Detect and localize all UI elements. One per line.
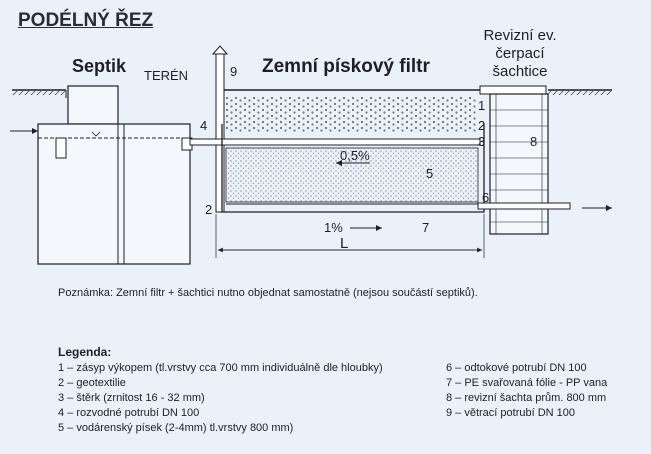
inspection-shaft bbox=[479, 85, 549, 235]
legend-item-6: 6 – odtokové potrubí DN 100 bbox=[446, 362, 587, 374]
septic-label: Septik bbox=[72, 56, 127, 76]
legend-item-4: 4 – rozvodné potrubí DN 100 bbox=[58, 407, 200, 419]
callout-2: 2 bbox=[478, 118, 486, 133]
legend-item-2: 2 – geotextilie bbox=[58, 377, 126, 389]
length-label: L bbox=[340, 235, 349, 252]
callout-2b: 2 bbox=[205, 202, 213, 217]
septic-tank bbox=[10, 85, 193, 265]
callout-7: 7 bbox=[422, 220, 430, 235]
callout-3: 3 bbox=[478, 134, 486, 149]
legend-item-5: 5 – vodárenský písek (2-4mm) tl.vrstvy 8… bbox=[58, 422, 294, 434]
legend-item-3: 3 – štěrk (zrnitost 16 - 32 mm) bbox=[58, 392, 205, 404]
legend-item-1: 1 – zásyp výkopem (tl.vrstvy cca 700 mm … bbox=[58, 362, 383, 374]
callout-5: 5 bbox=[426, 166, 434, 181]
legend-item-7: 7 – PE svařovaná fólie - PP vana bbox=[446, 377, 608, 389]
backfill-layer bbox=[226, 96, 478, 132]
callout-1: 1 bbox=[478, 98, 486, 113]
legend-item-9: 9 – větrací potrubí DN 100 bbox=[446, 407, 576, 419]
callout-8: 8 bbox=[530, 134, 538, 149]
legend-title: Legenda: bbox=[58, 345, 112, 359]
ventilation-pipe bbox=[211, 45, 229, 213]
callout-4: 4 bbox=[200, 118, 208, 133]
dimension-line bbox=[215, 214, 485, 258]
sand-filter-bed bbox=[225, 147, 479, 205]
slope-bottom-label: 1% bbox=[324, 220, 343, 235]
slope-pipe-label: 0,5% bbox=[340, 148, 370, 163]
terrain-line bbox=[12, 89, 612, 98]
terrain-label: TERÉN bbox=[144, 68, 189, 83]
filter-label: Zemní pískový filtr bbox=[262, 56, 430, 77]
callout-9: 9 bbox=[230, 64, 238, 79]
callout-6: 6 bbox=[482, 190, 490, 205]
shaft-label: Revizní ev. čerpací šachtice bbox=[483, 27, 557, 80]
legend-item-8: 8 – revizní šachta prům. 800 mm bbox=[446, 392, 607, 404]
outlet-pipe bbox=[477, 202, 612, 211]
note-text: Poznámka: Zemní filtr + šachtici nutno o… bbox=[58, 287, 478, 299]
pe-vessel bbox=[221, 124, 485, 213]
page-title: PODÉLNÝ ŘEZ bbox=[18, 10, 154, 31]
distribution-pipe bbox=[189, 138, 481, 146]
